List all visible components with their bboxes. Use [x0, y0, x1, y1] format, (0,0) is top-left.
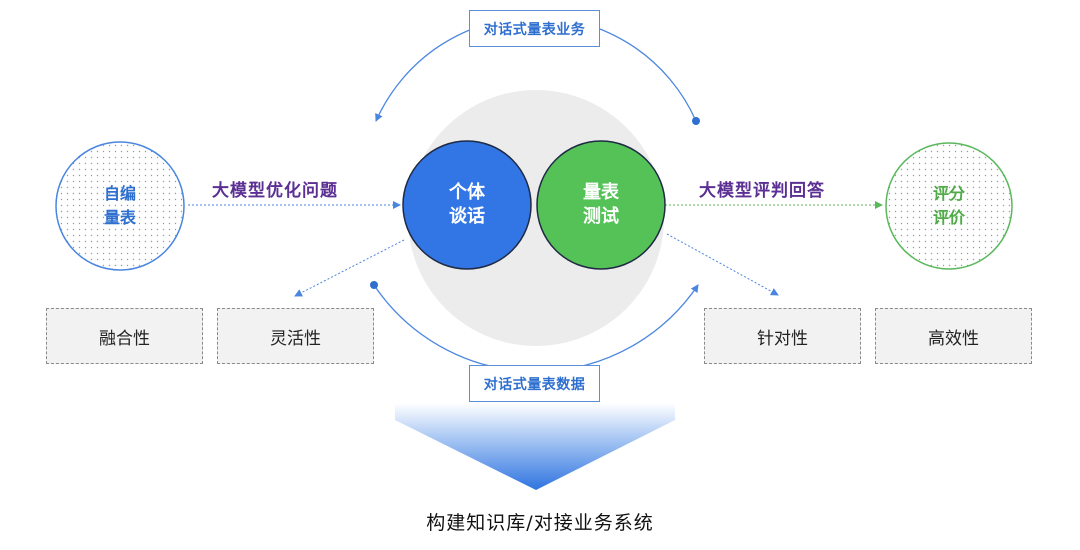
bottom-title: 构建知识库/对接业务系统 — [426, 512, 654, 534]
property-box-targeting: 针对性 — [704, 308, 861, 364]
center-right-label: 量表 测试 — [551, 178, 651, 232]
funnel-shape — [395, 403, 675, 490]
property-label: 高效性 — [928, 328, 979, 349]
property-label: 灵活性 — [270, 328, 321, 349]
center-left-circle — [402, 140, 532, 270]
left-dotted-circle — [55, 141, 185, 271]
center-right-line2: 测试 — [583, 206, 619, 227]
top-arc-dot — [692, 117, 700, 125]
left-circle-label: 自编 量表 — [70, 180, 170, 232]
center-right-circle — [536, 140, 666, 270]
left-arrow-text: 大模型优化问题 — [212, 181, 338, 201]
bottom-arc-dot — [370, 281, 378, 289]
bottom-label-box: 对话式量表数据 — [469, 365, 600, 402]
right-dotted-circle — [885, 142, 1013, 270]
left-circle-line1: 自编 — [103, 184, 136, 203]
left-diagonal-arrow — [294, 239, 405, 297]
right-circle-label: 评分 评价 — [899, 180, 999, 232]
center-left-line2: 谈话 — [449, 206, 485, 227]
property-box-efficiency: 高效性 — [875, 308, 1032, 364]
right-circle-line2: 评价 — [932, 208, 965, 227]
center-left-label: 个体 谈话 — [417, 178, 517, 232]
right-diagonal-arrow — [666, 233, 779, 296]
center-left-line1: 个体 — [449, 182, 485, 203]
top-label-text: 对话式量表业务 — [483, 21, 586, 38]
property-label: 针对性 — [757, 328, 808, 349]
property-box-integration: 融合性 — [46, 308, 203, 364]
right-circle-line1: 评分 — [932, 184, 965, 203]
property-label: 融合性 — [99, 328, 150, 349]
right-arrow-text: 大模型评判回答 — [699, 181, 825, 201]
center-right-line1: 量表 — [583, 182, 619, 203]
bottom-label-text: 对话式量表数据 — [483, 376, 586, 393]
property-box-flexibility: 灵活性 — [217, 308, 374, 364]
top-label-box: 对话式量表业务 — [469, 10, 600, 47]
left-circle-line2: 量表 — [103, 208, 136, 227]
